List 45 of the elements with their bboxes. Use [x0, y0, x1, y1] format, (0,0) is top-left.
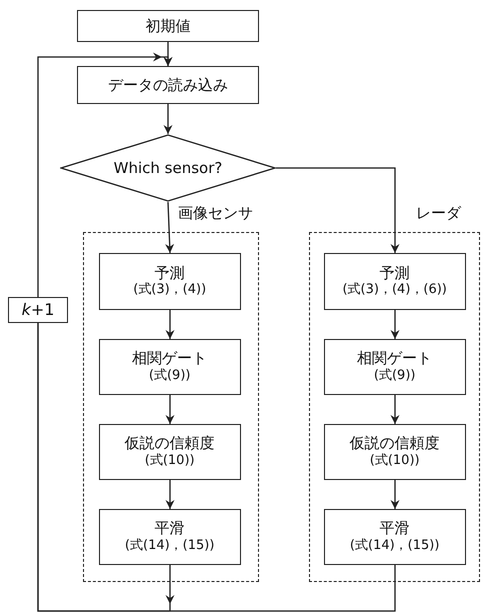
step-title: 仮説の信頼度: [124, 434, 215, 453]
arrow: [37, 52, 172, 297]
step-title: 平滑: [154, 519, 185, 538]
step-title: 予測: [154, 264, 185, 282]
step-title: 相関ゲート: [357, 349, 432, 368]
process-box: [98, 424, 241, 480]
step-title: 仮説の信頼度: [350, 434, 440, 453]
dashed-group-frame: [309, 232, 480, 582]
step-title: k+1: [22, 300, 54, 320]
formula-reference: (式(3)，(4)): [133, 282, 206, 299]
arrow: [390, 395, 400, 424]
formula-reference: (式(10)): [144, 452, 195, 470]
dashed-group-frame: [83, 232, 259, 582]
process-box: [324, 424, 466, 480]
formula-reference: (式(9)): [148, 368, 190, 384]
arrow: [390, 310, 400, 339]
decision-diamond: [60, 134, 276, 202]
arrow: [166, 480, 174, 509]
process-box: [77, 66, 259, 104]
process-box: [98, 252, 241, 310]
edge-label: 画像センサ: [176, 204, 255, 223]
process-box: [98, 508, 241, 565]
formula-reference: (式(14)，(15)): [350, 538, 440, 554]
process-box: [98, 338, 241, 395]
arrow: [166, 395, 174, 424]
question-text: Which sensor?: [114, 158, 222, 178]
process-box: [324, 508, 466, 565]
formula-reference: (式(14)，(15)): [124, 538, 214, 554]
step-title: 平滑: [380, 519, 410, 538]
arrow: [390, 480, 400, 509]
step-title: データの読み込み: [108, 76, 228, 94]
step-title: 予測: [380, 264, 410, 282]
counter-box: [8, 297, 68, 323]
formula-reference: (式(9)): [374, 368, 416, 384]
process-box: [324, 338, 466, 395]
step-title: 相関ゲート: [132, 349, 208, 368]
process-box: [324, 252, 466, 310]
formula-reference: (式(3)，(4)，(6)): [342, 282, 447, 299]
formula-reference: (式(10)): [370, 452, 420, 470]
arrow: [276, 167, 400, 253]
arrow: [164, 104, 172, 134]
arrow: [166, 310, 174, 339]
arrow: [165, 202, 174, 254]
process-box: [77, 10, 259, 42]
step-title: 初期値: [146, 16, 190, 36]
